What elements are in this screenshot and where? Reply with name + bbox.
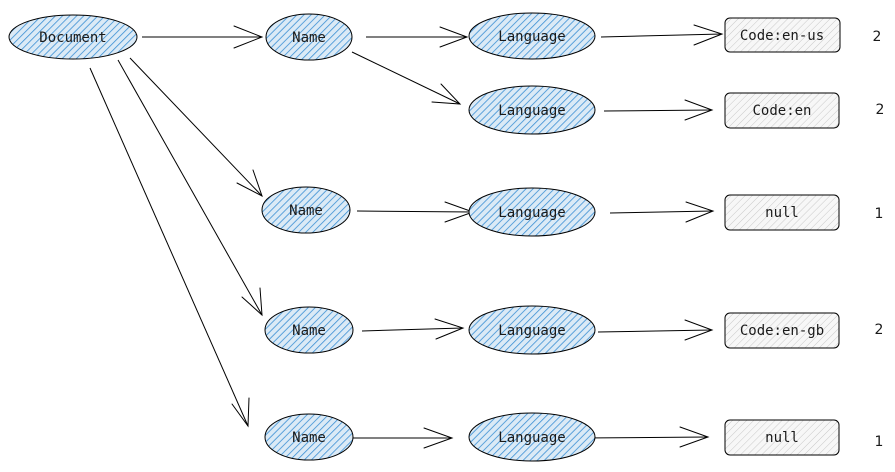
code-box: Code:en-us [724, 17, 841, 53]
name-label: Name [292, 30, 326, 46]
name-label: Name [292, 430, 326, 446]
edge-name-1-to-language-2 [351, 51, 462, 105]
edges [89, 24, 724, 449]
language-node: Language [468, 85, 596, 135]
code-label: Code:en [752, 103, 811, 119]
language-node: Language [468, 187, 596, 237]
language-node: Language [468, 12, 596, 60]
name-node: Name [264, 306, 354, 354]
language-label: Language [498, 103, 565, 119]
count-label: 1 [875, 206, 884, 222]
edge-language-2-to-code-2 [603, 99, 714, 121]
code-label: null [765, 430, 799, 446]
code-label: Code:en-gb [740, 323, 824, 339]
name-node: Name [261, 186, 351, 234]
edge-name-3-to-language-4 [361, 318, 465, 340]
code-label: Code:en-us [740, 28, 824, 44]
name-node: Name [265, 13, 353, 61]
edge-document-to-name-4 [89, 67, 250, 428]
counts: 2 2 1 2 1 [873, 29, 885, 450]
edge-document-to-name-3 [117, 59, 263, 317]
edge-language-4-to-code-4 [597, 319, 714, 341]
name-label: Name [292, 323, 326, 339]
name-node: Name [264, 413, 354, 461]
count-label: 2 [873, 29, 882, 45]
edge-document-to-name-1 [142, 25, 264, 49]
code-label: null [765, 205, 799, 221]
edge-language-5-to-code-5 [581, 426, 710, 448]
count-label: 2 [876, 102, 885, 118]
name-label: Name [289, 203, 323, 219]
code-box: null [724, 194, 840, 231]
language-label: Language [498, 323, 565, 339]
language-label: Language [498, 205, 565, 221]
count-label: 1 [875, 434, 884, 450]
document-label: Document [39, 30, 106, 46]
language-node: Language [468, 305, 596, 355]
language-label: Language [498, 430, 565, 446]
code-box: null [724, 419, 840, 456]
language-label: Language [498, 29, 565, 45]
edge-name-4-to-language-5 [353, 427, 454, 449]
count-label: 2 [875, 322, 884, 338]
edge-language-3-to-code-3 [609, 201, 715, 223]
edge-name-2-to-language-3 [356, 201, 475, 223]
edge-language-1-to-code-1 [600, 24, 724, 46]
code-box: Code:en-gb [724, 312, 840, 349]
edge-document-to-name-2 [129, 57, 263, 198]
document-node: Document [8, 14, 138, 60]
code-box: Code:en [724, 92, 840, 129]
language-node: Language [468, 412, 596, 462]
edge-name-1-to-language-1 [366, 26, 469, 48]
